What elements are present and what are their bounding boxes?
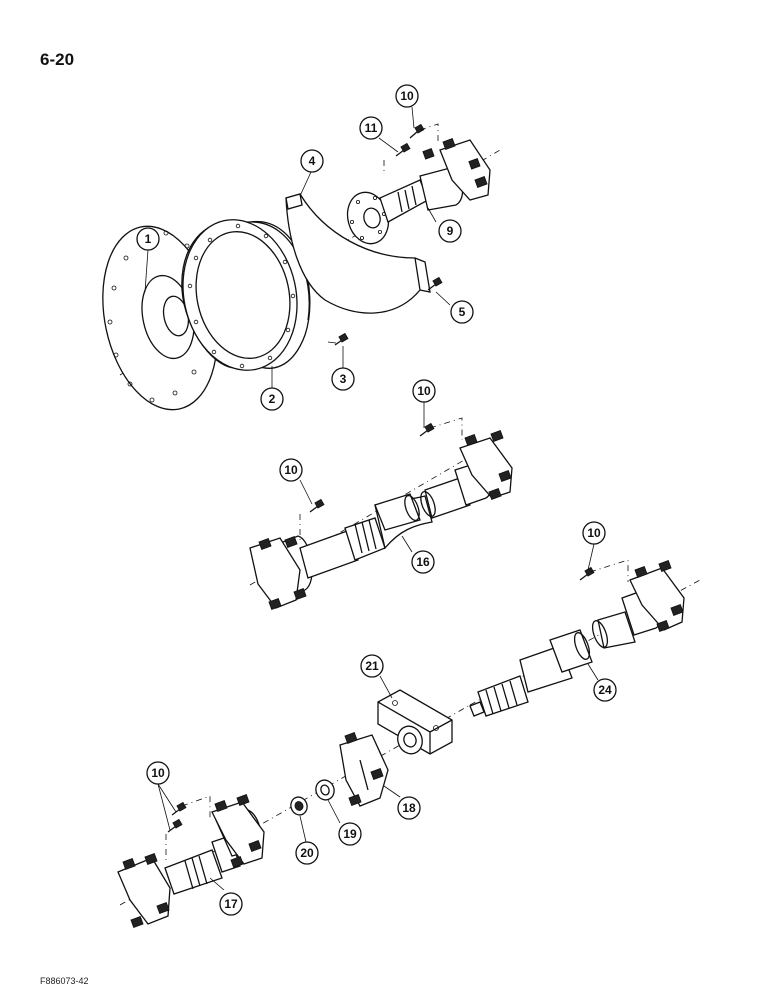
part-16-driveshaft	[249, 417, 513, 610]
svg-text:10: 10	[400, 89, 414, 103]
svg-text:18: 18	[402, 801, 416, 815]
callout-11: 11	[359, 116, 383, 140]
part-17-driveshaft	[117, 794, 265, 928]
callout-24: 24	[593, 678, 617, 702]
svg-text:19: 19	[343, 827, 357, 841]
svg-text:10: 10	[284, 463, 298, 477]
svg-text:20: 20	[300, 846, 314, 860]
callout-18: 18	[397, 796, 421, 820]
callout-20: 20	[295, 841, 319, 865]
callout-16: 16	[411, 550, 435, 574]
svg-text:11: 11	[365, 121, 378, 135]
part-24-driveshaft	[469, 559, 685, 717]
svg-text:17: 17	[224, 897, 238, 911]
part-9-hub-shaft	[346, 138, 491, 245]
svg-text:3: 3	[340, 372, 347, 386]
figure-code: F886073-42	[40, 976, 89, 986]
callout-4: 4	[300, 149, 324, 173]
svg-text:10: 10	[587, 526, 601, 540]
callout-9: 9	[438, 219, 462, 243]
callout-5: 5	[450, 300, 474, 324]
svg-text:16: 16	[416, 555, 430, 569]
svg-text:10: 10	[151, 766, 165, 780]
flywheel-ring-holes	[187, 223, 296, 369]
part-20-nut	[290, 796, 308, 816]
callout-3: 3	[331, 367, 355, 391]
svg-text:1: 1	[145, 232, 152, 246]
callout-2: 2	[260, 387, 284, 411]
top-yoke-bolts	[383, 123, 439, 175]
part-3-bolt	[327, 332, 349, 346]
svg-text:10: 10	[417, 384, 431, 398]
callout-1: 1	[136, 227, 160, 251]
page-number: 6-20	[40, 50, 75, 69]
callout-10-shaft16-left: 10	[279, 458, 303, 482]
svg-text:9: 9	[447, 224, 454, 238]
callout-21: 21	[360, 654, 384, 678]
callout-10-shaft16-right: 10	[412, 379, 436, 403]
part-21-bearing-bracket	[377, 689, 453, 755]
callout-10-shaft17: 10	[146, 761, 170, 785]
part-18-yoke	[339, 732, 389, 807]
callout-17: 17	[219, 892, 243, 916]
callout-19: 19	[338, 822, 362, 846]
svg-text:4: 4	[309, 154, 316, 168]
svg-text:24: 24	[598, 683, 612, 697]
part-19-washer	[315, 779, 335, 801]
callout-10-top: 10	[395, 84, 419, 108]
leader-lines	[144, 106, 599, 891]
part-2-flywheel-ring	[181, 219, 311, 371]
svg-text:2: 2	[269, 392, 276, 406]
svg-text:21: 21	[365, 659, 379, 673]
svg-text:5: 5	[459, 305, 466, 319]
callout-10-shaft24: 10	[582, 521, 606, 545]
part-5-bolt	[427, 276, 443, 291]
part-4-guard-shield	[285, 193, 431, 314]
